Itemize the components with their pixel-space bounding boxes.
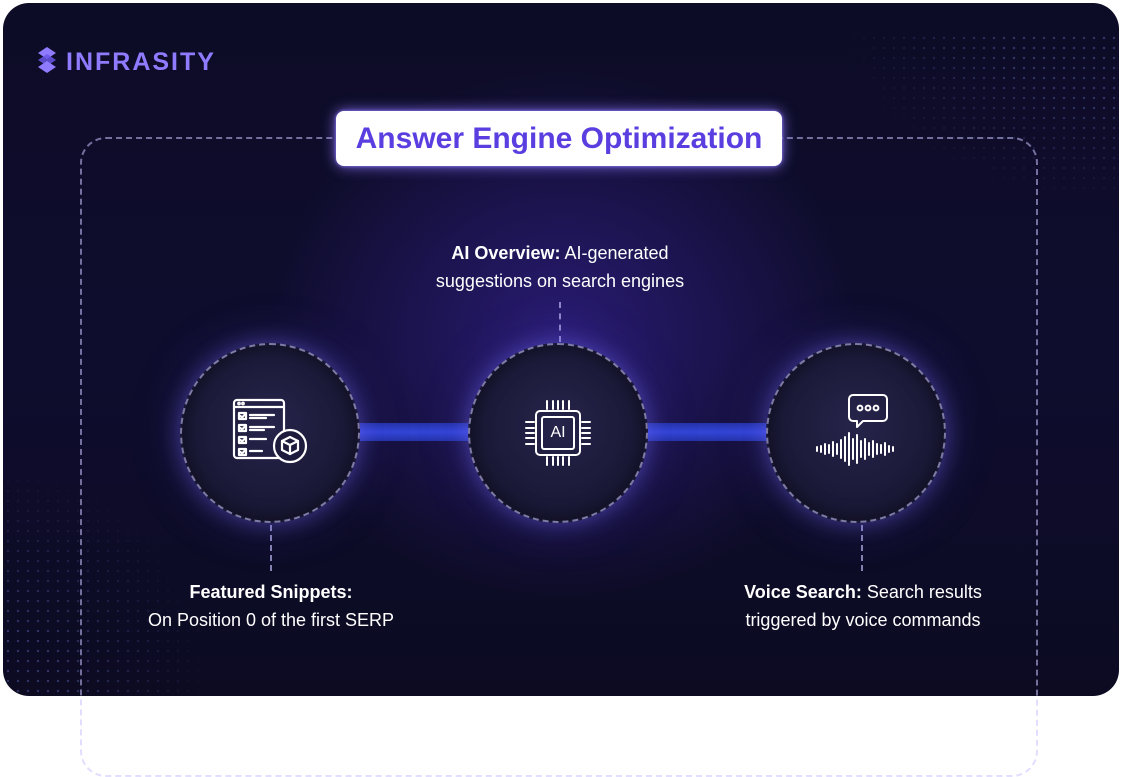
caption-ai-overview-bold: AI Overview: [451,243,561,263]
connector-left [360,423,472,441]
caption-voice-search-text1: Search results [866,582,982,602]
voice-waveform-chat-icon [811,389,901,478]
node-ai-overview: AI [468,343,648,523]
infrasity-logo-icon [36,44,58,81]
brand-logo[interactable]: INFRASITY [36,44,216,81]
caption-voice-search-bold: Voice Search: [744,582,862,602]
ai-chip-icon: AI [516,391,600,475]
diagram-title: Answer Engine Optimization [355,121,763,155]
caption-ai-overview-text2: suggestions on search engines [435,271,685,291]
connector-left-dash [270,525,272,571]
caption-voice-search-line1: Voice Search: Search results [703,578,1023,606]
checklist-box-icon [228,394,312,473]
caption-ai-overview-text1: AI-generated [564,243,669,263]
node-featured-snippets [180,343,360,523]
caption-featured-snippets-text: On Position 0 of the first SERP [147,610,395,630]
caption-featured-snippets: Featured Snippets: On Position 0 of the … [111,578,431,634]
caption-voice-search-text2: triggered by voice commands [745,610,981,630]
connector-top-dash [559,302,561,342]
caption-voice-search: Voice Search: Search results triggered b… [703,578,1023,634]
connector-right [648,423,770,441]
caption-featured-snippets-bold-line: Featured Snippets: [111,578,431,606]
caption-ai-overview: AI Overview: AI-generated suggestions on… [380,239,740,295]
chip-label: AI [550,424,566,441]
title-box: Answer Engine Optimization [336,111,782,166]
caption-ai-overview-line1: AI Overview: AI-generated [380,239,740,267]
node-voice-search [766,343,946,523]
connector-right-dash [861,525,863,571]
brand-name: INFRASITY [66,48,216,76]
caption-featured-snippets-bold: Featured Snippets: [189,582,353,602]
